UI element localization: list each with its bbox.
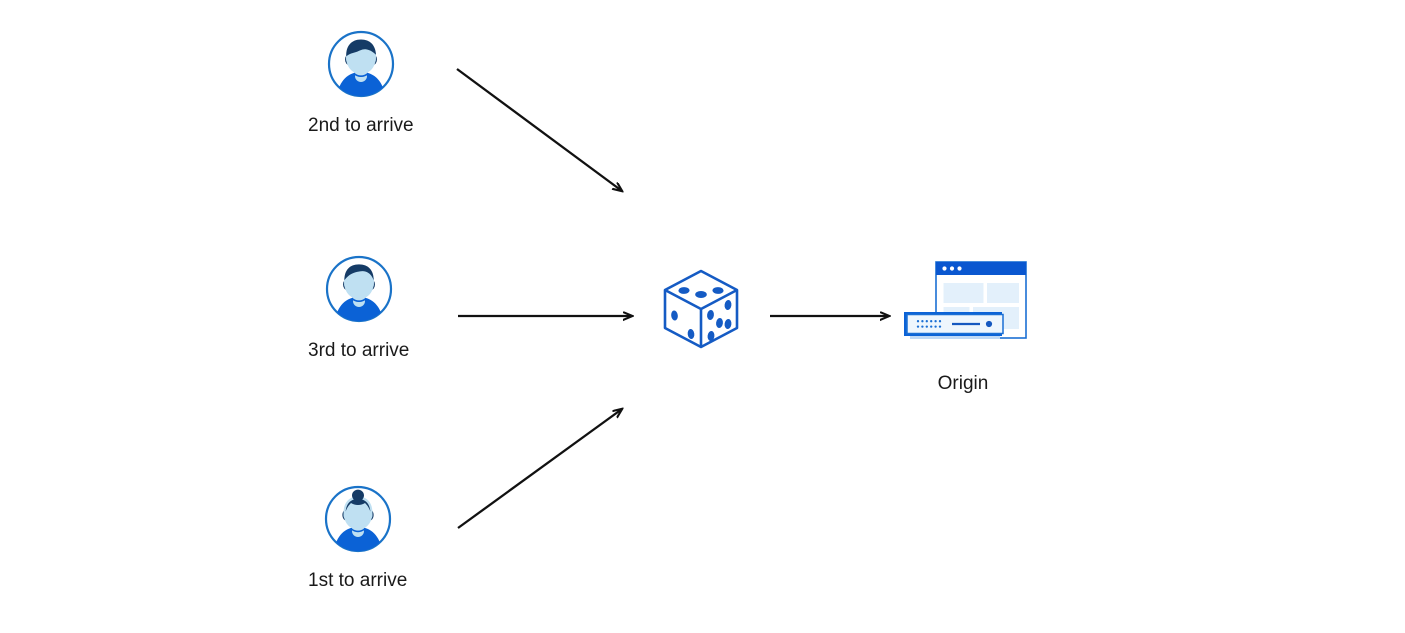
user-avatar-icon [325, 28, 397, 100]
client-label-2nd: 2nd to arrive [308, 115, 414, 136]
router-device-icon [904, 312, 1004, 339]
client-node-2nd: 2nd to arrive [308, 28, 414, 138]
dice-cube-icon [658, 265, 744, 353]
client-node-1st: 1st to arrive [308, 483, 407, 593]
client-node-3rd: 3rd to arrive [308, 253, 409, 363]
user-avatar-icon [322, 483, 394, 555]
origin-server-icon [898, 258, 1028, 358]
client-label-1st: 1st to arrive [308, 570, 408, 591]
user-avatar-icon [323, 253, 395, 325]
randomizer-node [658, 265, 744, 353]
origin-label: Origin [937, 373, 989, 394]
client-label-3rd: 3rd to arrive [308, 340, 410, 361]
arrow-client1-to-dice [457, 409, 622, 529]
arrow-client2-to-dice [456, 68, 622, 191]
origin-node: Origin [898, 258, 1028, 396]
